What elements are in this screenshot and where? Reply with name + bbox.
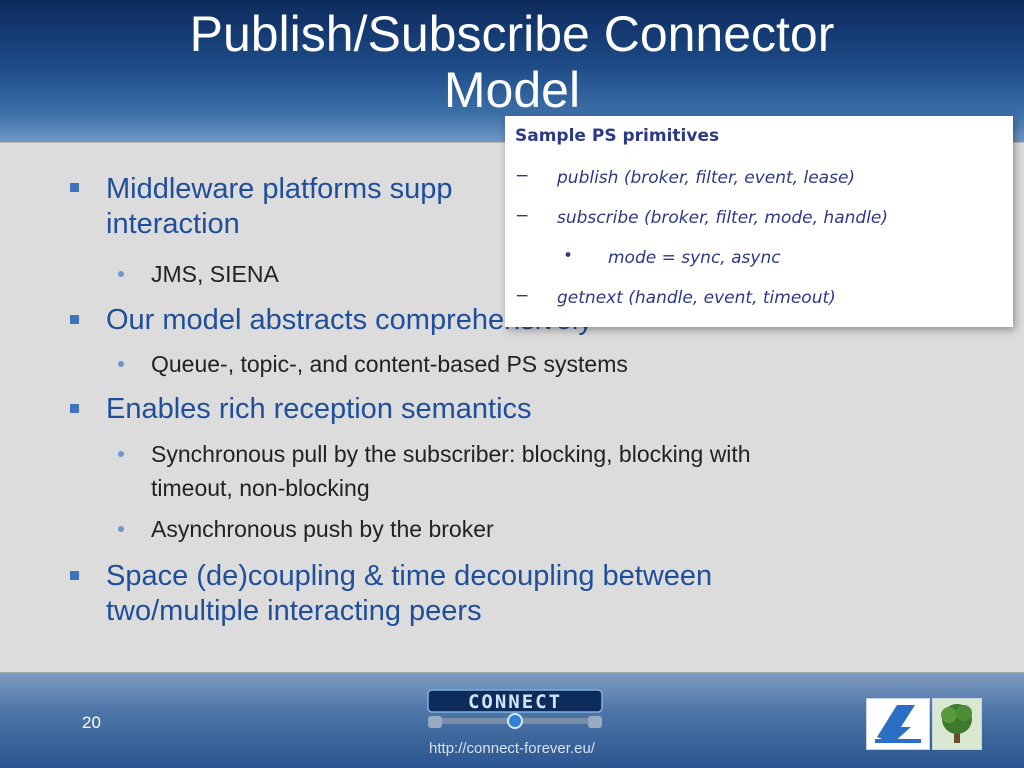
tree-logo-icon <box>932 698 982 750</box>
bullet-4-line-1: Space (de)coupling & time decoupling bet… <box>106 560 713 592</box>
page-number: 20 <box>82 713 101 732</box>
title-line-2: Model <box>443 62 581 118</box>
slide-title: Publish/Subscribe Connector Model <box>0 6 1024 118</box>
bullet-1: Middleware platforms supp interaction <box>106 172 866 242</box>
bullet-3: Enables rich reception semantics <box>106 393 532 425</box>
popup-title: Sample PS primitives <box>515 126 720 146</box>
title-line-1: Publish/Subscribe Connector <box>189 6 835 62</box>
bullet-square-icon <box>70 404 79 413</box>
svg-text:CONNECT: CONNECT <box>468 691 562 713</box>
bullet-4-line-2: two/multiple interacting peers <box>106 595 482 627</box>
bullet-1-line-1: Middleware platforms supp <box>106 173 453 205</box>
sub-bullet-1-1: JMS, SIENA <box>151 261 279 287</box>
popup-item-getnext: getnext (handle, event, timeout) <box>557 288 836 308</box>
fp7-logo-icon <box>866 698 930 750</box>
bullet-icon: • <box>563 246 574 266</box>
connect-logo-icon: CONNECT <box>424 684 606 736</box>
popup-item-mode: mode = sync, async <box>608 248 781 268</box>
bullet-1-line-2: interaction <box>106 208 240 240</box>
sub-bullet-3-2: Asynchronous push by the broker <box>151 516 494 542</box>
sub-bullet-3-1-line-1: Synchronous pull by the subscriber: bloc… <box>151 441 751 467</box>
bullet-square-icon <box>70 183 79 192</box>
bullet-4: Space (de)coupling & time decoupling bet… <box>106 559 866 629</box>
popup-item-publish: publish (broker, filter, event, lease) <box>557 168 856 188</box>
sub-bullet-dot-icon <box>118 451 124 457</box>
bullet-square-icon <box>70 571 79 580</box>
popup-item-subscribe: subscribe (broker, filter, mode, handle) <box>557 208 889 228</box>
sub-bullet-dot-icon <box>118 526 124 532</box>
footer-url[interactable]: http://connect-forever.eu/ <box>429 740 595 757</box>
bullet-square-icon <box>70 315 79 324</box>
sub-bullet-2-1: Queue-, topic-, and content-based PS sys… <box>151 351 628 377</box>
sub-bullet-dot-icon <box>118 271 124 277</box>
sub-bullet-dot-icon <box>118 361 124 367</box>
sub-bullet-3-1-line-2: timeout, non-blocking <box>151 475 370 501</box>
dash-icon: − <box>515 166 530 186</box>
dash-icon: − <box>515 206 530 226</box>
sub-bullet-3-1: Synchronous pull by the subscriber: bloc… <box>151 437 911 505</box>
dash-icon: − <box>515 286 530 306</box>
primitives-popup: Sample PS primitives − publish (broker, … <box>505 116 1013 327</box>
